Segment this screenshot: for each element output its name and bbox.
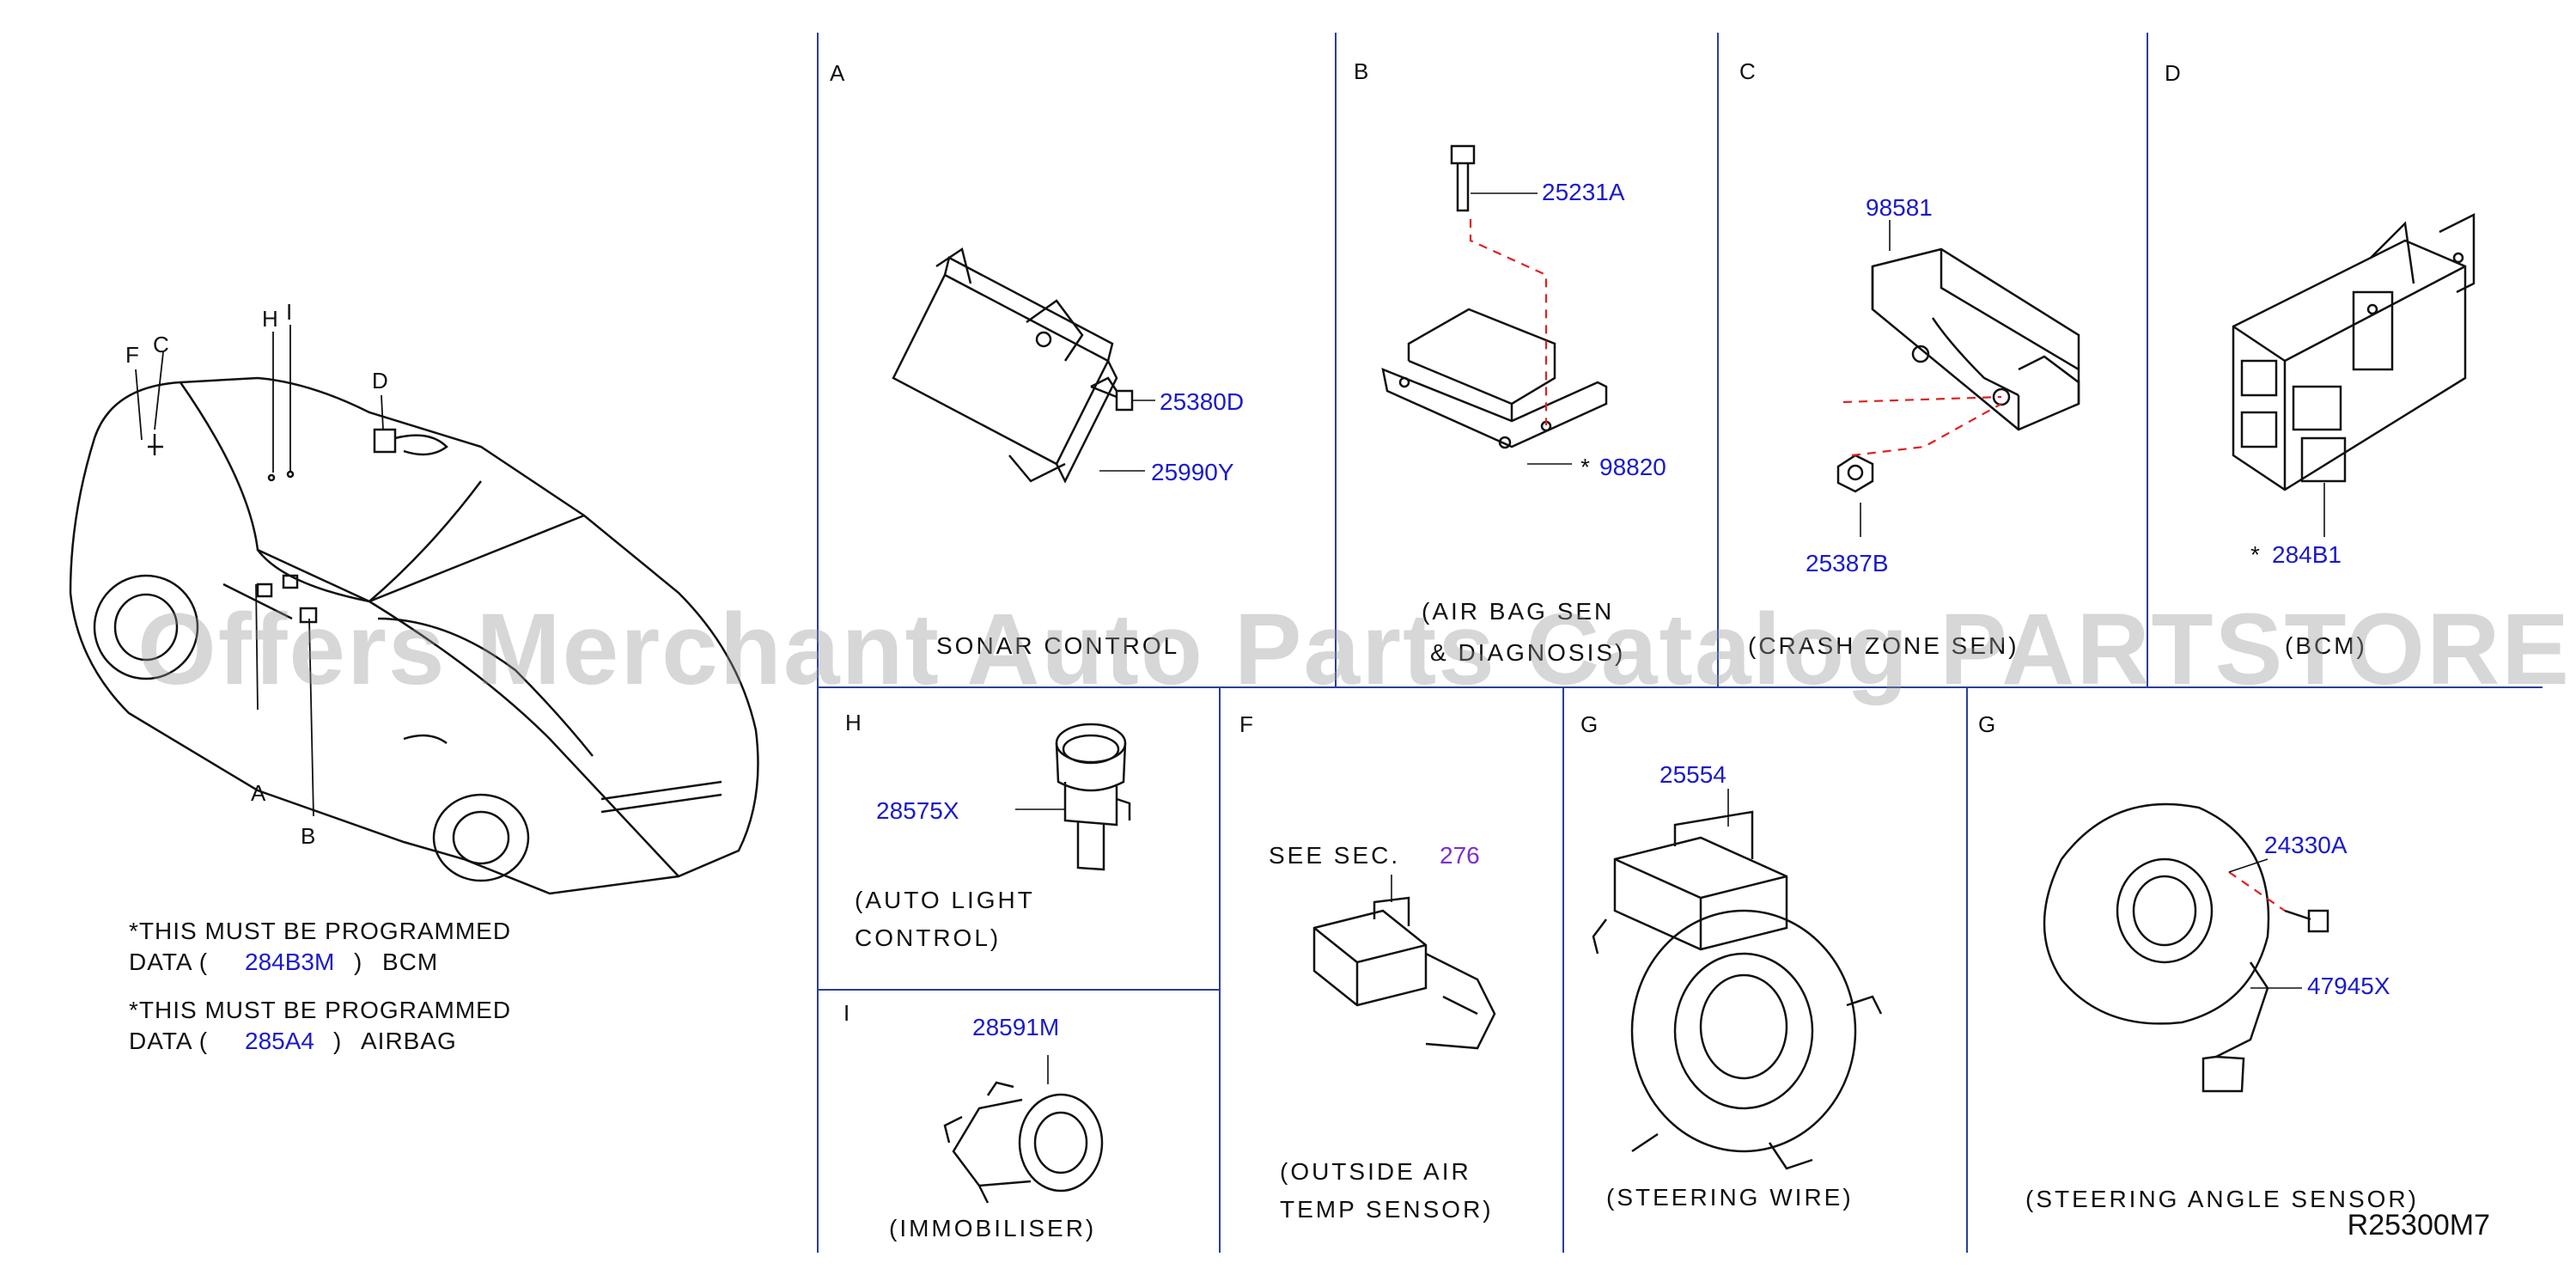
panel-b-star: * [1580,454,1591,480]
panel-h-caption-2: CONTROL) [855,924,1002,951]
note-close-paren-2: ) [333,1028,343,1054]
panel-a-letter: A [830,60,845,86]
callout-letter-i: I [286,299,293,325]
panel-g1-letter: G [1580,711,1599,737]
panel-d-caption: (BCM) [2285,632,2367,659]
panel-i-caption: (IMMOBILISER) [889,1215,1097,1241]
part-link-25231a[interactable]: 25231A [1542,179,1625,205]
callout-letter-f: F [125,342,139,368]
callout-letter-d: D [372,368,388,393]
crash-zone-sensor-drawing [1836,247,2080,493]
panel-c-caption: (CRASH ZONE SEN) [1748,632,2019,659]
panel-f-letter: F [1239,711,1253,737]
note-line-3: *THIS MUST BE PROGRAMMED [129,997,512,1023]
note-close-paren-1: ) [354,949,363,975]
callout-letter-b: B [301,823,316,849]
callout-letter-c: C [153,332,169,357]
panel-f-caption-1: (OUTSIDE AIR [1280,1158,1471,1185]
panel-g2-caption: (STEERING ANGLE SENSOR) [2025,1186,2419,1212]
section-link-276[interactable]: 276 [1440,842,1480,869]
part-link-25554[interactable]: 25554 [1659,761,1726,788]
part-link-28591m[interactable]: 28591M [972,1014,1060,1040]
panel-h-caption-1: (AUTO LIGHT [855,887,1035,913]
part-link-98581[interactable]: 98581 [1866,194,1933,221]
callout-letter-h: H [262,306,278,332]
panel-b-caption-1: (AIR BAG SEN [1422,598,1615,625]
panel-c-letter: C [1739,58,1756,84]
diagram-reference-code: R25300M7 [2347,1209,2490,1241]
part-link-284b3m[interactable]: 284B3M [245,949,335,975]
immobiliser-drawing [943,1081,1104,1204]
outside-air-sensor-drawing [1312,896,1496,1050]
note-data-label-2: DATA ( [129,1028,209,1054]
part-link-285a4[interactable]: 285A4 [245,1028,314,1054]
panel-f-caption-2: TEMP SENSOR) [1280,1196,1494,1223]
panel-a-caption: SONAR CONTROL [936,632,1180,659]
panel-b-letter: B [1354,58,1369,84]
part-link-47945x[interactable]: 47945X [2307,973,2390,999]
part-link-25387b[interactable]: 25387B [1806,550,1889,576]
panel-g2-letter: G [1978,711,1996,737]
panel-d-letter: D [2165,60,2181,86]
part-link-98820[interactable]: 98820 [1599,454,1666,480]
panel-b-caption-2: & DIAGNOSIS) [1430,639,1626,666]
part-link-25380d[interactable]: 25380D [1160,388,1245,415]
note-line-1: *THIS MUST BE PROGRAMMED [129,918,512,944]
panel-h-letter: H [845,710,862,735]
note-data-label-1: DATA ( [129,949,209,975]
panel-i-letter: I [843,1000,850,1026]
note-target-bcm: BCM [382,949,439,975]
steering-angle-sensor-drawing [2043,802,2270,1093]
bcm-drawing [2232,212,2476,491]
sonar-control-drawing [892,247,1118,484]
part-link-28575x[interactable]: 28575X [876,797,959,824]
car-illustration [69,376,759,895]
part-link-284b1[interactable]: 284B1 [2272,541,2342,568]
note-target-airbag: AIRBAG [361,1028,457,1054]
auto-light-sensor-drawing [1055,723,1131,871]
part-link-24330a[interactable]: 24330A [2264,832,2348,858]
part-link-25990y[interactable]: 25990Y [1151,459,1234,485]
steering-wire-drawing [1592,810,1883,1170]
panel-d-star: * [2250,541,2261,568]
panel-f-see-sec: SEE SEC. [1269,842,1401,869]
airbag-sensor-drawing [1381,144,1608,449]
bolt-24330A-drawing [2284,909,2329,933]
panel-g1-caption: (STEERING WIRE) [1606,1184,1854,1211]
callout-letter-a: A [251,780,266,806]
